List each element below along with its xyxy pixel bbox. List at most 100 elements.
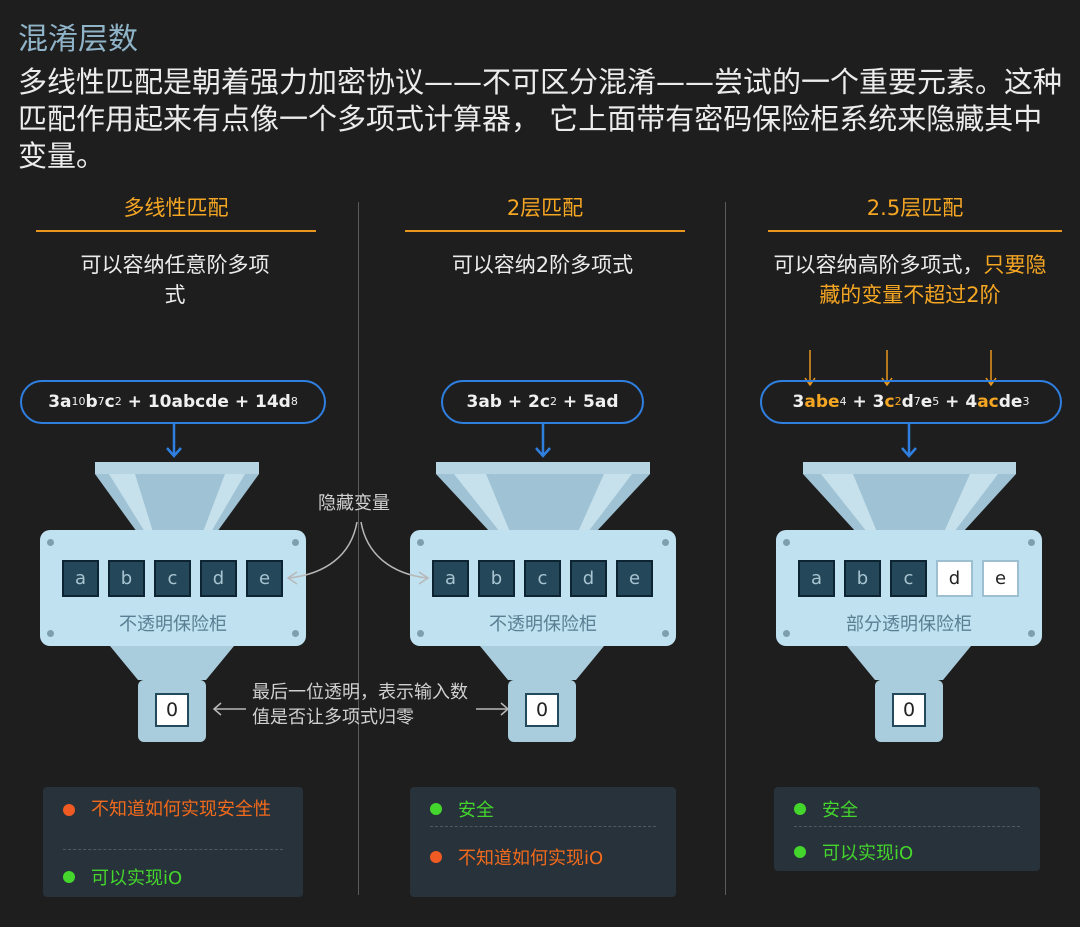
- status-card: 不知道如何实现安全性 可以实现iO: [43, 787, 303, 897]
- column-heading-2-level: 2层匹配: [506, 196, 584, 220]
- screw: [783, 539, 790, 546]
- polynomial-term: abe: [804, 392, 840, 412]
- screw: [417, 539, 424, 546]
- column-heading-2-5-level: 2.5层匹配: [866, 196, 964, 220]
- polynomial-term: c: [884, 392, 895, 412]
- description-text: 可以容纳高阶多项式，: [773, 253, 984, 277]
- hidden-variable-key: a: [432, 560, 469, 597]
- green-dot-icon: [63, 871, 75, 883]
- status-card: 安全 可以实现iO: [774, 787, 1040, 871]
- screw: [1028, 630, 1035, 637]
- polynomial-term: 3a: [48, 392, 72, 412]
- status-item: 安全: [794, 796, 858, 822]
- column-divider: [725, 202, 726, 895]
- card-separator: [430, 826, 656, 827]
- screw: [662, 539, 669, 546]
- funnel-top: [436, 462, 650, 532]
- hidden-variable-key: d: [200, 560, 237, 597]
- screw: [292, 630, 299, 637]
- screw: [417, 630, 424, 637]
- hidden-variable-key: a: [62, 560, 99, 597]
- polynomial-term: + 10abcde + 14d: [121, 392, 291, 412]
- description-text: 可以容纳2阶多项式: [451, 253, 634, 277]
- screw: [662, 630, 669, 637]
- column-description: 可以容纳2阶多项式: [445, 250, 640, 280]
- output-box: 0: [155, 693, 189, 727]
- output-box: 0: [525, 693, 559, 727]
- intro-paragraph: 多线性匹配是朝着强力加密协议——不可区分混淆——尝试的一个重要元素。这种匹配作用…: [18, 65, 1063, 173]
- page-title: 混淆层数: [18, 22, 138, 57]
- polynomial-term: c: [104, 392, 115, 412]
- polynomial-term: 3: [792, 392, 805, 412]
- column-heading-multilinear: 多线性匹配: [123, 196, 229, 220]
- hidden-variable-key: b: [108, 560, 145, 597]
- status-text: 可以实现iO: [91, 868, 183, 889]
- status-item: 可以实现iO: [794, 839, 913, 865]
- transparent-variable-key: d: [936, 560, 973, 597]
- red-dot-icon: [430, 851, 442, 863]
- card-separator: [63, 849, 283, 850]
- status-text: 安全: [458, 800, 494, 821]
- hidden-variable-key: c: [524, 560, 561, 597]
- hidden-variables-arrows: [286, 521, 430, 585]
- status-item: 不知道如何实现安全性: [63, 797, 283, 823]
- status-item: 安全: [430, 796, 494, 822]
- hidden-variable-key: c: [154, 560, 191, 597]
- heading-underline: [768, 230, 1062, 232]
- status-text: 安全: [822, 800, 858, 821]
- polynomial-term: de: [998, 392, 1023, 412]
- screw: [292, 539, 299, 546]
- output-box: 0: [892, 693, 926, 727]
- hidden-variable-key: b: [478, 560, 515, 597]
- column-description: 可以容纳高阶多项式，只要隐藏的变量不超过2阶: [770, 250, 1050, 310]
- heading-underline: [36, 230, 316, 232]
- hidden-variable-key: e: [616, 560, 653, 597]
- hidden-variables-annotation: 隐藏变量: [318, 493, 390, 514]
- right-arrow-icon: [476, 702, 510, 716]
- green-dot-icon: [794, 846, 806, 858]
- polynomial-term: ac: [977, 392, 999, 412]
- column-description: 可以容纳任意阶多项式: [80, 250, 270, 310]
- safe-label: 不透明保险柜: [119, 614, 227, 635]
- screw: [47, 630, 54, 637]
- polynomial-term: + 5ad: [556, 392, 619, 412]
- description-highlight: 只要隐藏的变量不超过2阶: [819, 253, 1047, 307]
- status-text: 可以实现iO: [822, 843, 914, 864]
- screw: [1028, 539, 1035, 546]
- card-separator: [794, 826, 1020, 827]
- green-dot-icon: [794, 803, 806, 815]
- status-item: 不知道如何实现iO: [430, 844, 603, 870]
- status-card: 安全 不知道如何实现iO: [410, 787, 676, 897]
- polynomial-term: e: [920, 392, 933, 412]
- status-text: 不知道如何实现安全性: [91, 799, 271, 820]
- funnel-top: [95, 462, 259, 532]
- heading-underline: [405, 230, 685, 232]
- description-text: 可以容纳任意阶多项式: [80, 253, 270, 307]
- polynomial-term: + 4: [939, 392, 978, 412]
- hidden-variable-key: d: [570, 560, 607, 597]
- safe-label: 部分透明保险柜: [846, 614, 972, 635]
- transparent-variable-key: e: [982, 560, 1019, 597]
- polynomial-term: b: [85, 392, 98, 412]
- down-arrow-icon: [166, 424, 182, 458]
- hidden-variable-key: a: [798, 560, 835, 597]
- last-bit-annotation: 最后一位透明，表示输入数值是否让多项式归零: [252, 682, 468, 728]
- polynomial-term: d: [901, 392, 914, 412]
- hidden-variable-key: c: [890, 560, 927, 597]
- down-arrow-icon: [535, 424, 551, 458]
- screw: [783, 630, 790, 637]
- status-item: 可以实现iO: [63, 864, 182, 890]
- hidden-variable-key: e: [246, 560, 283, 597]
- polynomial-term: 3ab + 2c: [466, 392, 550, 412]
- status-text: 不知道如何实现iO: [458, 848, 604, 869]
- funnel-top: [803, 462, 1016, 532]
- green-dot-icon: [430, 803, 442, 815]
